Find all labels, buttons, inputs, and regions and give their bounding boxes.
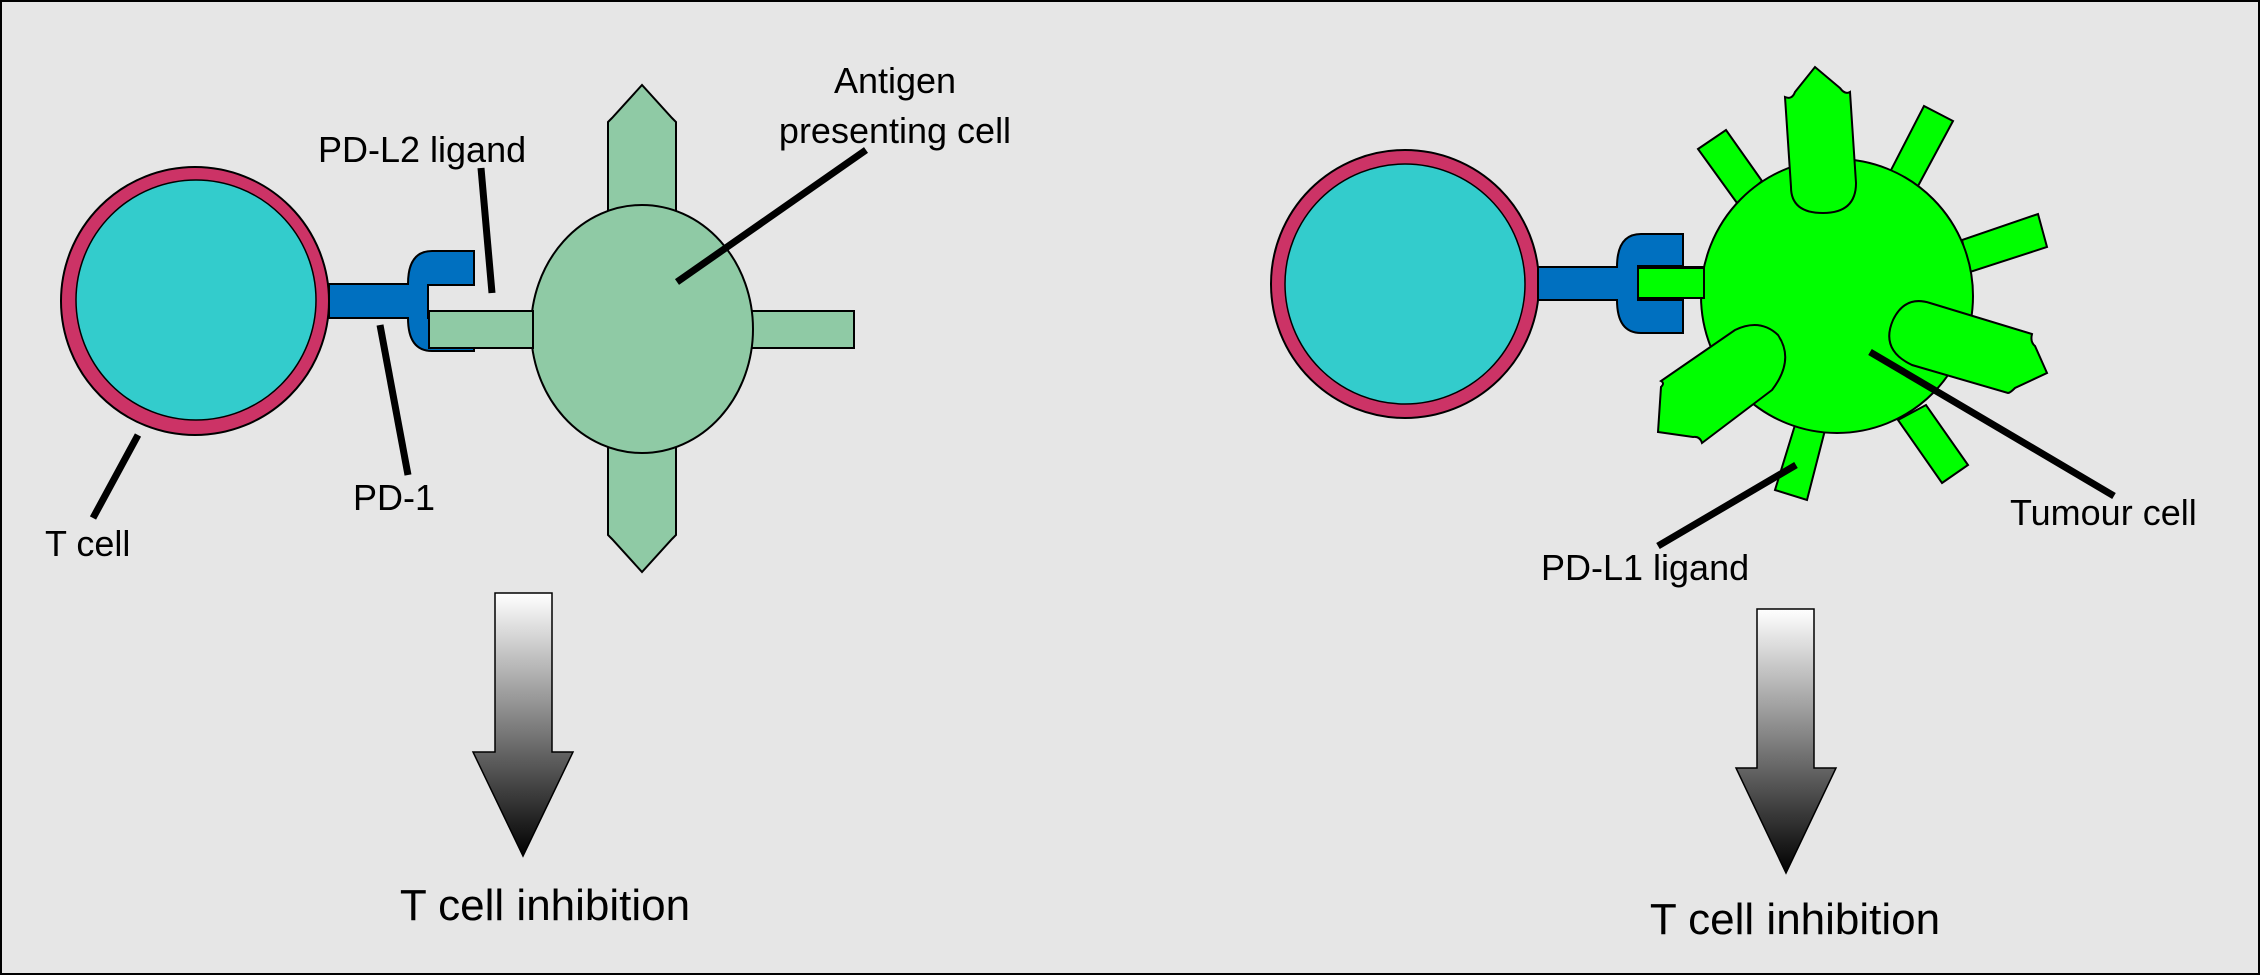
label-pd1: PD-1 (353, 477, 435, 518)
antigen-presenting-cell (530, 204, 754, 454)
leader-pd-l1 (1656, 461, 1798, 550)
tumour-spike (1896, 403, 1970, 485)
label-outcome-left: T cell inhibition (400, 881, 690, 930)
label-t-cell: T cell (45, 523, 130, 564)
pd-l1-ligand-tip (1637, 267, 1705, 299)
leader-pd-l2 (477, 167, 496, 294)
t-cell-body (1284, 163, 1526, 405)
down-arrow-icon (471, 592, 575, 858)
label-apc-line2: presenting cell (779, 110, 1011, 151)
down-arrow-icon (1734, 608, 1838, 875)
tumour-spike-large (1888, 300, 2049, 395)
leader-apc (674, 147, 869, 285)
t-cell-body (75, 179, 317, 421)
tumour-spike-large (1783, 65, 1858, 215)
leader-t-cell (89, 433, 142, 520)
label-apc-line1: Antigen (834, 60, 956, 101)
pd-l2-ligand (428, 310, 534, 349)
label-pd-l1: PD-L1 ligand (1541, 547, 1749, 588)
leader-tumour (1868, 348, 2116, 500)
leader-pd1 (376, 324, 412, 476)
label-pd-l2: PD-L2 ligand (318, 129, 526, 170)
pd1-receptor (1537, 233, 1684, 334)
tumour-spike-large (1656, 324, 1787, 445)
label-outcome-right: T cell inhibition (1650, 895, 1940, 944)
label-tumour: Tumour cell (2010, 492, 2197, 533)
left-panel: T cell PD-1 PD-L2 ligand Antigen present… (45, 60, 1011, 930)
right-panel: Tumour cell PD-L1 ligand T cell inhibiti… (1270, 65, 2197, 944)
